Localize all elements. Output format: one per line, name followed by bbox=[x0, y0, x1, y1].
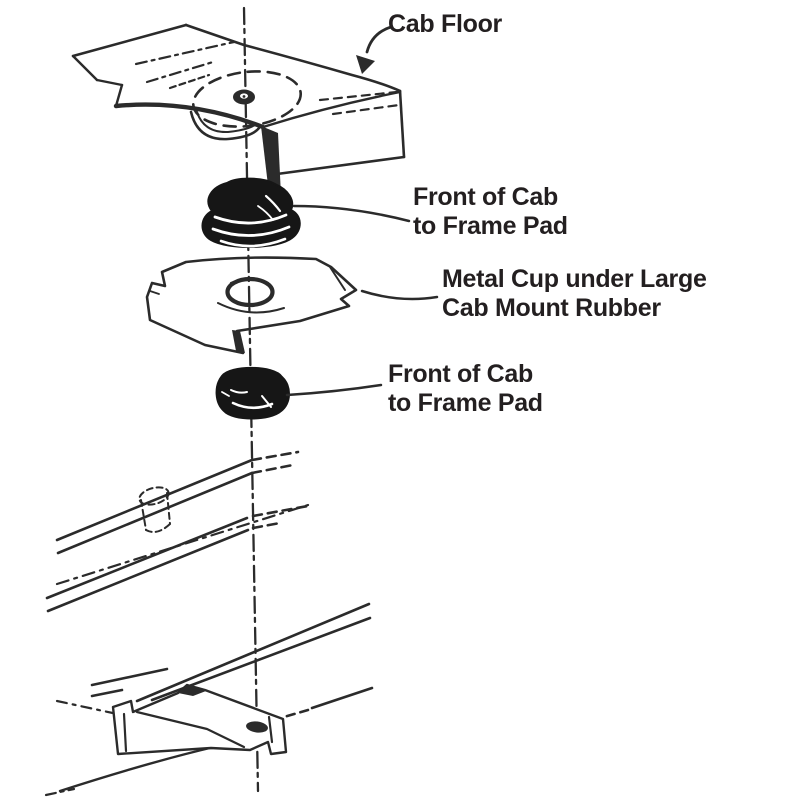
label-front-pad-top: Front of Cab to Frame Pad bbox=[413, 183, 568, 241]
label-metal-cup: Metal Cup under Large Cab Mount Rubber bbox=[442, 265, 707, 323]
label-cab-floor-text: Cab Floor bbox=[388, 10, 502, 38]
rail-clip-drawing bbox=[138, 486, 171, 533]
upper-pad-body bbox=[201, 177, 301, 248]
label-metal-cup-line2: Cab Mount Rubber bbox=[442, 294, 661, 322]
mount-bracket-drawing bbox=[111, 683, 288, 756]
label-metal-cup-line1: Metal Cup under Large bbox=[442, 265, 707, 293]
bracket-bolt-hole bbox=[246, 721, 268, 733]
label-front-pad-bottom-line1: Front of Cab bbox=[388, 360, 533, 388]
label-front-pad-bottom-line2: to Frame Pad bbox=[388, 389, 543, 417]
label-front-pad-top-line2: to Frame Pad bbox=[413, 212, 568, 240]
label-front-pad-bottom: Front of Cab to Frame Pad bbox=[388, 360, 543, 418]
cab-floor-drawing bbox=[71, 23, 406, 197]
label-cab-floor: Cab Floor bbox=[388, 10, 502, 39]
lower-pad-body bbox=[215, 366, 290, 420]
upper-pad-leader-line bbox=[292, 204, 411, 223]
frame-rails-drawing bbox=[44, 450, 374, 797]
lower-pad-leader-line bbox=[285, 383, 383, 397]
metal-cup-drawing bbox=[145, 256, 358, 355]
metal-cup-leader-line bbox=[360, 289, 439, 301]
floor-seat-dashed-circle bbox=[192, 70, 302, 128]
label-front-pad-top-line1: Front of Cab bbox=[413, 183, 558, 211]
upper-pad-drawing bbox=[201, 177, 301, 248]
floor-bolt-hole bbox=[233, 89, 255, 105]
cab-floor-arrow bbox=[356, 25, 393, 74]
lower-pad-drawing bbox=[215, 366, 290, 420]
